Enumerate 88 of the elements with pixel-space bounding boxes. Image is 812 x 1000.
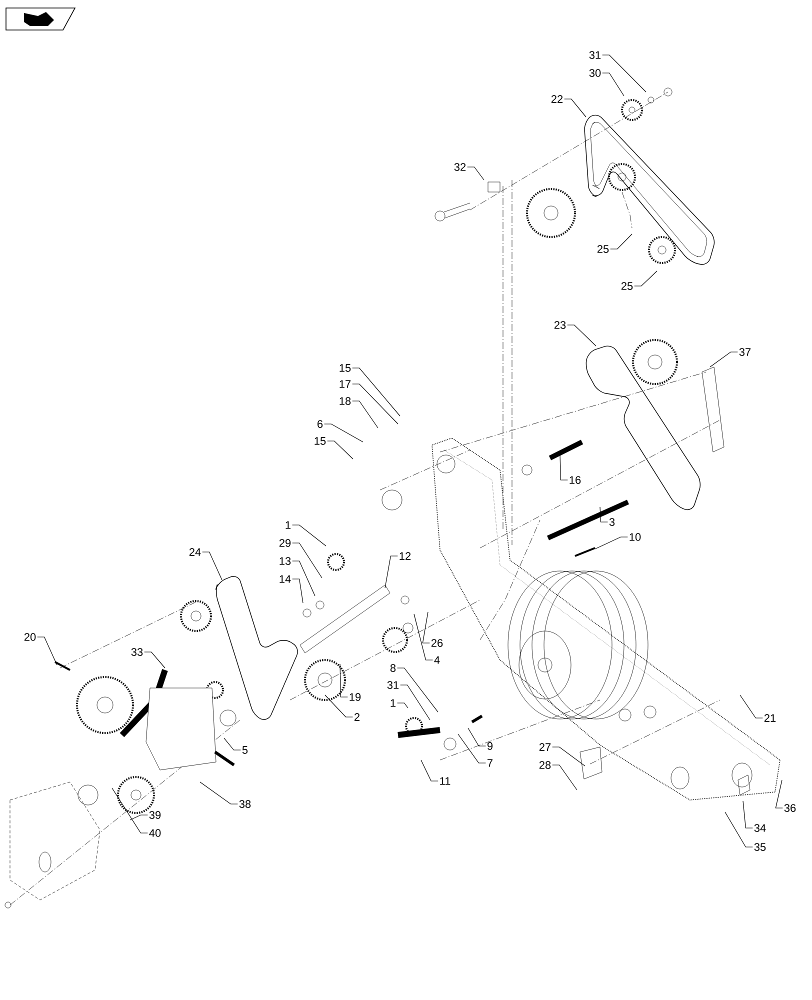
callout-number: 7 bbox=[488, 759, 493, 767]
leader-line bbox=[564, 98, 586, 118]
callout-number: 25 bbox=[621, 282, 633, 290]
leader-line bbox=[602, 72, 624, 96]
callout-number: 32 bbox=[454, 163, 466, 171]
leader-line bbox=[396, 668, 438, 712]
callout-number: 40 bbox=[149, 829, 161, 837]
callout-number: 11 bbox=[440, 777, 450, 785]
callout-number: 33 bbox=[131, 648, 143, 656]
callout-number: 31 bbox=[387, 681, 399, 689]
leader-line bbox=[202, 552, 222, 580]
leader-line bbox=[567, 324, 596, 346]
leader-line bbox=[552, 764, 578, 790]
callout-number: 3 bbox=[609, 518, 615, 526]
callout-number: 28 bbox=[539, 761, 551, 769]
callout-number: 29 bbox=[279, 539, 291, 547]
leader-line bbox=[602, 54, 646, 92]
leader-line bbox=[200, 782, 238, 804]
callout-number: 15 bbox=[314, 437, 326, 445]
callout-number: 23 bbox=[554, 321, 566, 329]
leader-line bbox=[600, 506, 608, 522]
leader-line bbox=[560, 454, 568, 480]
leader-line bbox=[352, 368, 400, 416]
callout-number: 1 bbox=[286, 521, 291, 529]
leader-line bbox=[396, 702, 408, 708]
leader-line bbox=[292, 524, 326, 546]
leader-line bbox=[324, 424, 364, 442]
callout-number: 15 bbox=[340, 364, 351, 372]
callout-number: 12 bbox=[400, 552, 411, 560]
leader-line bbox=[422, 612, 430, 644]
callout-number: 13 bbox=[280, 557, 291, 565]
leader-line bbox=[414, 614, 434, 660]
leader-line bbox=[775, 780, 783, 808]
leader-line bbox=[420, 760, 438, 782]
leader-line bbox=[610, 234, 632, 250]
callout-number: 30 bbox=[589, 69, 601, 77]
leader-line bbox=[352, 384, 398, 424]
callout-number: 19 bbox=[350, 693, 361, 701]
leader-line bbox=[324, 694, 354, 718]
leader-line bbox=[468, 728, 486, 746]
callout-number: 37 bbox=[739, 348, 751, 356]
leader-line bbox=[594, 536, 628, 550]
leader-line bbox=[112, 788, 148, 834]
callout-number: 25 bbox=[597, 245, 609, 253]
leader-line bbox=[552, 746, 586, 766]
callout-number: 17 bbox=[340, 380, 351, 388]
callout-number: 4 bbox=[434, 656, 440, 664]
callout-number: 5 bbox=[242, 746, 248, 754]
callout-number: 35 bbox=[754, 843, 766, 851]
callout-number: 9 bbox=[487, 742, 493, 750]
leader-line bbox=[352, 400, 378, 428]
leader-line bbox=[400, 684, 430, 720]
callout-number: 10 bbox=[630, 533, 641, 541]
leader-line bbox=[634, 270, 658, 286]
leader-line bbox=[340, 664, 348, 698]
callout-number: 36 bbox=[784, 804, 796, 812]
callout-number: 22 bbox=[551, 95, 563, 103]
leader-line bbox=[292, 578, 304, 604]
callout-number: 1 bbox=[390, 699, 396, 707]
callout-number: 27 bbox=[539, 743, 551, 751]
leader-line bbox=[144, 652, 166, 668]
leader-line bbox=[467, 166, 484, 180]
callout-number: 6 bbox=[318, 420, 323, 428]
callout-number: 20 bbox=[24, 633, 36, 641]
leader-line bbox=[724, 812, 753, 848]
callout-number: 39 bbox=[149, 811, 161, 819]
callout-number: 21 bbox=[764, 714, 776, 722]
callout-number: 14 bbox=[280, 575, 291, 583]
leader-line bbox=[130, 814, 148, 820]
callout-number: 18 bbox=[340, 397, 351, 405]
callout-number: 26 bbox=[431, 639, 443, 647]
callout-number: 8 bbox=[390, 664, 396, 672]
leader-line bbox=[742, 800, 753, 828]
leader-line bbox=[224, 738, 242, 750]
leader-line bbox=[710, 352, 738, 368]
leader-line bbox=[327, 440, 354, 460]
callout-number: 16 bbox=[570, 476, 581, 484]
callout-number: 24 bbox=[189, 548, 201, 556]
callout-number: 38 bbox=[239, 800, 251, 808]
callout-number: 31 bbox=[589, 51, 601, 59]
callout-number: 2 bbox=[354, 713, 360, 721]
leader-line bbox=[740, 694, 763, 718]
leader-line bbox=[292, 560, 316, 596]
leader-line bbox=[292, 542, 322, 578]
callout-number: 34 bbox=[754, 824, 766, 832]
leader-line bbox=[384, 556, 398, 588]
leader-line bbox=[37, 636, 58, 666]
leader-line bbox=[458, 734, 486, 764]
